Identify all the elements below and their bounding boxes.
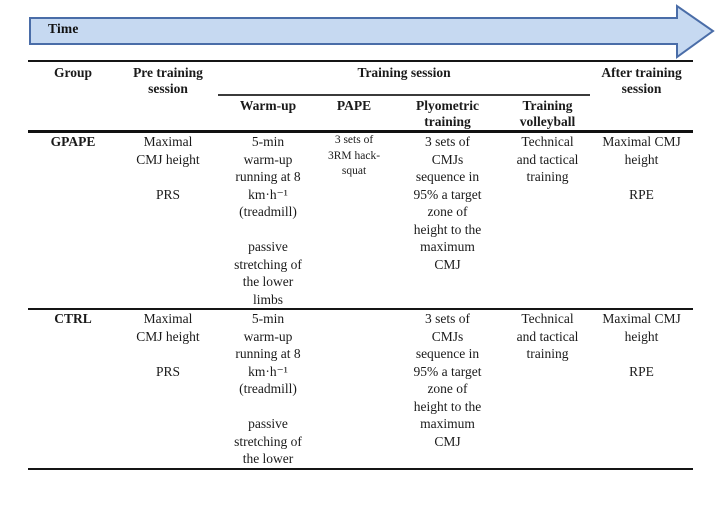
cell-gpape-warm-up: 5-min warm-up running at 8 km·h⁻¹ (tread… <box>234 134 302 307</box>
header-after-training-session: After training session <box>590 60 694 133</box>
cell-ctrl-pape <box>318 308 390 470</box>
time-arrow-label: Time <box>48 21 79 36</box>
cell-ctrl-pre-training: Maximal CMJ height PRS <box>118 308 218 470</box>
header-training-volleyball: Training volleyball <box>505 95 591 133</box>
cell-gpape-volleyball: Technical and tactical training <box>516 134 579 184</box>
cell-gpape-pape: 3 sets of 3RM hack- squat <box>327 134 381 177</box>
header-plyometric-training: Plyometric training <box>390 95 505 133</box>
cell-gpape-pre-training: Maximal CMJ height PRS <box>136 134 200 202</box>
table-header: Group Pre training session Training sess… <box>28 60 694 133</box>
header-pre-training-session: Pre training session <box>118 60 218 133</box>
header-pape: PAPE <box>318 95 390 133</box>
cell-ctrl-plyometric: 3 sets of CMJs sequence in 95% a target … <box>390 308 505 470</box>
cell-ctrl-volleyball: Technical and tactical training <box>505 308 591 470</box>
header-group: Group <box>28 60 118 133</box>
time-arrow <box>29 4 715 59</box>
header-training-session: Training session <box>218 60 591 96</box>
time-arrow-shape <box>29 4 715 59</box>
cell-ctrl-group: CTRL <box>28 308 118 470</box>
cell-gpape-group: GPAPE <box>50 134 96 149</box>
cell-ctrl-warm-up: 5-min warm-up running at 8 km·h⁻¹ (tread… <box>218 308 318 470</box>
cell-ctrl-after-training: Maximal CMJ height RPE <box>590 308 694 470</box>
training-schedule-table: Group Pre training session Training sess… <box>28 60 694 470</box>
table-row-gpape: GPAPE Maximal CMJ height PRS 5-min warm-… <box>28 132 693 310</box>
cell-gpape-after-training: Maximal CMJ height RPE <box>602 134 681 202</box>
header-warm-up: Warm-up <box>218 95 318 133</box>
table-row-ctrl: CTRL Maximal CMJ height PRS 5-min warm-u… <box>28 308 694 470</box>
cell-gpape-plyometric: 3 sets of CMJs sequence in 95% a target … <box>413 134 482 272</box>
